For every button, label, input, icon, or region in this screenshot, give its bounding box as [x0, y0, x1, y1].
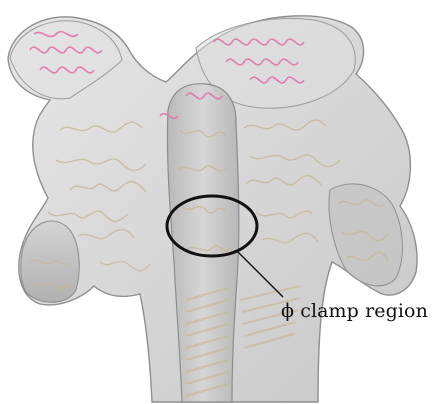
- clamp-region-label: ϕ clamp region: [281, 300, 428, 322]
- phi-symbol: ϕ: [281, 300, 294, 322]
- left-lower-lobe: [21, 221, 79, 302]
- clamp-region-text: clamp region: [300, 300, 428, 322]
